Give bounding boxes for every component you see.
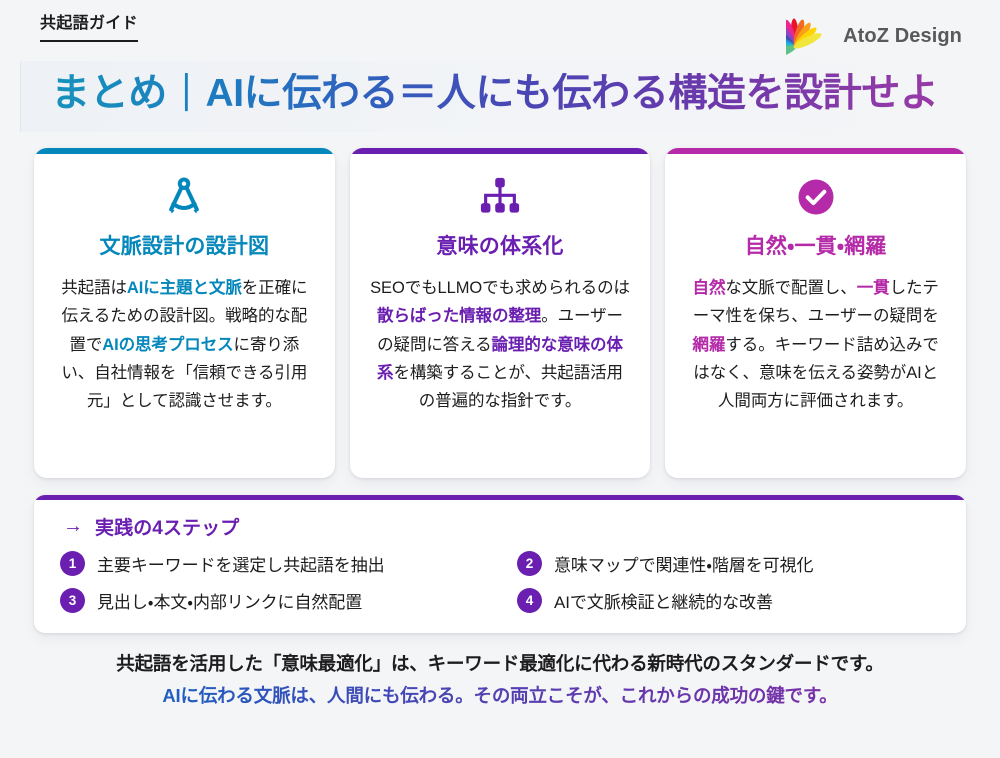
card-context-blueprint: 文脈設計の設計図 共起語はAIに主題と文脈を正確に伝えるための設計図。戦略的な配… [34, 147, 335, 478]
card-natural-consistent-comprehensive: 自然・一貫・網羅 自然な文脈で配置し、一貫したテーマ性を保ち、ユーザーの疑問を網… [665, 147, 967, 478]
footer-line-primary: 共起語を活用した「意味最適化」は、キーワード最適化に代わる新時代のスタンダードで… [116, 652, 884, 674]
step-number-badge: 1 [60, 550, 85, 576]
brand-lockup: AtoZ Design [786, 14, 968, 56]
steps-title: 実践の4ステップ [95, 517, 240, 539]
page-title: まとめ｜AIに伝わる＝人にも伝わる構造を設計せよ [51, 72, 980, 116]
card-body: 共起語はAIに主題と文脈を正確に伝えるための設計図。戦略的な配置でAIの思考プロ… [61, 278, 308, 411]
brand-name: AtoZ Design [843, 24, 962, 47]
page-kicker: 共起語ガイド [40, 14, 138, 43]
step-label: AIで文脈検証と継続的な改善 [554, 592, 773, 612]
footer: 共起語を活用した「意味最適化」は、キーワード最適化に代わる新時代のスタンダードで… [20, 650, 980, 710]
step-label: 主要キーワードを選定し共起語を抽出 [97, 555, 385, 575]
steps-grid: 1 主要キーワードを選定し共起語を抽出 2 意味マップで関連性・階層を可視化 3… [60, 550, 940, 613]
card-body: SEOでもLLMOでも求められるのは散らばった情報の整理。ユーザーの疑問に答える… [370, 278, 630, 411]
arrow-right-icon: → [63, 515, 83, 538]
card-semantic-structuring: 意味の体系化 SEOでもLLMOでも求められるのは散らばった情報の整理。ユーザー… [349, 147, 651, 478]
sitemap-icon [479, 174, 521, 220]
drafting-compass-icon [162, 174, 206, 220]
atoz-fan-logo-icon [786, 18, 822, 56]
cards-row: 文脈設計の設計図 共起語はAIに主題と文脈を正確に伝えるための設計図。戦略的な配… [20, 147, 980, 478]
card-title: 意味の体系化 [436, 234, 564, 258]
steps-header: → 実践の4ステップ [60, 513, 940, 540]
check-circle-icon [795, 174, 837, 220]
card-body: 自然な文脈で配置し、一貫したテーマ性を保ち、ユーザーの疑問を網羅する。キーワード… [692, 278, 939, 411]
card-title: 文脈設計の設計図 [99, 234, 270, 258]
top-bar: 共起語ガイド AtoZ Design [20, 0, 980, 58]
step-label: 意味マップで関連性・階層を可視化 [554, 555, 814, 575]
step-item[interactable]: 3 見出し・本文・内部リンクに自然配置 [60, 587, 483, 613]
step-item[interactable]: 4 AIで文脈検証と継続的な改善 [517, 587, 940, 613]
card-title: 自然・一貫・網羅 [744, 234, 887, 258]
title-band: まとめ｜AIに伝わる＝人にも伝わる構造を設計せよ [20, 61, 980, 132]
step-label: 見出し・本文・内部リンクに自然配置 [97, 592, 363, 612]
kicker-wrap: 共起語ガイド [24, 14, 138, 43]
step-item[interactable]: 2 意味マップで関連性・階層を可視化 [517, 550, 940, 576]
step-number-badge: 4 [517, 587, 542, 613]
footer-line-accent: AIに伝わる文脈は、人間にも伝わる。その両立こそが、これからの成功の鍵です。 [162, 682, 837, 710]
step-number-badge: 2 [517, 550, 542, 576]
step-item[interactable]: 1 主要キーワードを選定し共起語を抽出 [60, 550, 483, 576]
steps-panel: → 実践の4ステップ 1 主要キーワードを選定し共起語を抽出 2 意味マップで関… [34, 494, 966, 633]
step-number-badge: 3 [60, 587, 85, 613]
